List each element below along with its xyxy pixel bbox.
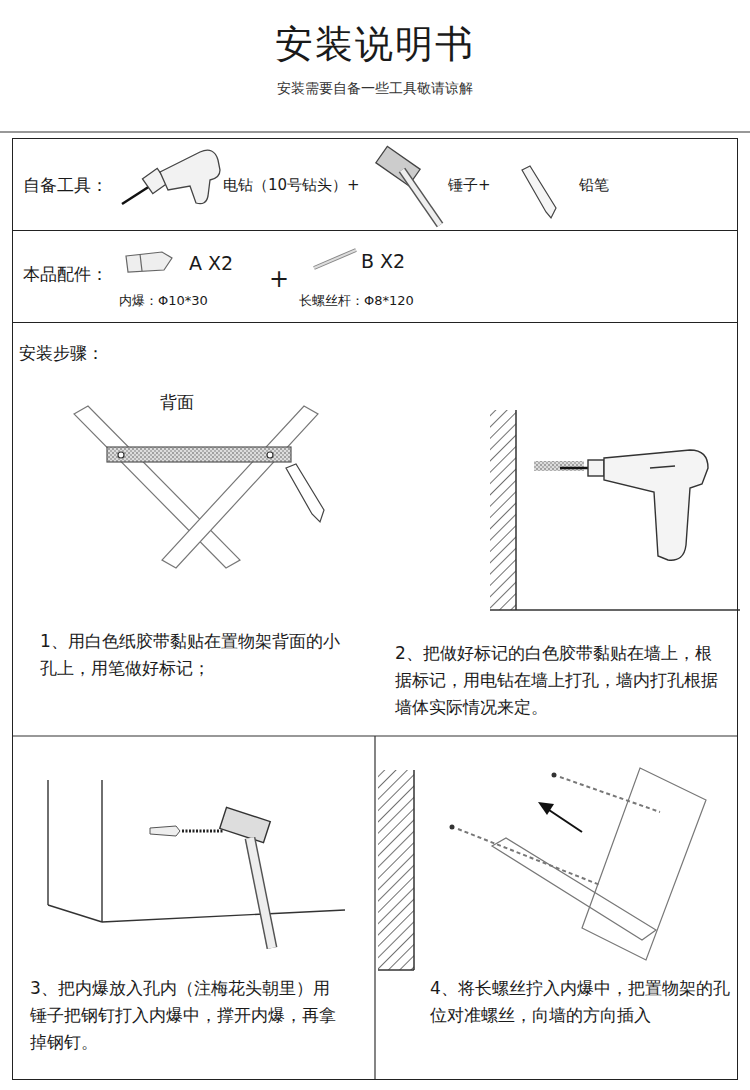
hammer <box>220 807 272 948</box>
tools-row: 自备工具： 电钻（10号钻头）+ 锤子+ 铅笔 <box>12 138 738 231</box>
push-arrow <box>538 802 582 832</box>
steps-panel: 安装步骤： <box>12 322 738 1080</box>
step-text: 3、把内爆放入孔内（注梅花头朝里）用锤子把钢钉打入内爆中，撑开内爆，再拿掉钢钉。 <box>30 975 346 1056</box>
shelf-back <box>74 406 318 568</box>
step-text: 1、用白色纸胶带黏贴在置物架背面的小孔上，用笔做好标记； <box>40 628 356 682</box>
row-heading: 自备工具： <box>23 175 108 195</box>
item-label: 长螺丝杆：Φ8*120 <box>299 293 414 309</box>
step-text: 4、将长螺丝拧入内爆中，把置物架的孔位对准螺丝，向墙的方向插入 <box>430 975 730 1029</box>
pencil <box>286 464 324 522</box>
hammer-icon <box>376 146 440 225</box>
item-label: A X2 <box>189 252 233 275</box>
item-label: 内爆：Φ10*30 <box>119 293 208 309</box>
item-label: 铅笔 <box>579 176 609 194</box>
divider <box>374 736 375 1079</box>
wall-corner <box>48 780 345 922</box>
item-label: 锤子+ <box>448 176 491 194</box>
parts-row: 本品配件： A X2 内爆：Φ10*30 + B X2 长螺丝杆：Φ8*120 <box>12 230 738 323</box>
anchor-icon <box>126 252 172 272</box>
item-label: 电钻（10号钻头）+ <box>223 176 360 194</box>
rule <box>0 131 750 132</box>
item-label: + <box>269 265 289 294</box>
step-text: 2、把做好标记的白色胶带黏贴在墙上，根据标记，用电钻在墙上打孔，墙内打孔根据墙体… <box>395 640 725 721</box>
drill-icon <box>122 150 220 204</box>
wall <box>378 770 414 970</box>
item-label: B X2 <box>361 250 405 273</box>
pencil-icon <box>522 166 556 218</box>
row-heading: 安装步骤： <box>19 343 104 363</box>
rod-icon <box>314 250 356 268</box>
view-label: 背面 <box>160 392 194 412</box>
row-heading: 本品配件： <box>23 264 108 284</box>
shelf <box>492 768 706 960</box>
anchor-nail <box>150 826 224 836</box>
wall <box>490 410 740 610</box>
subtitle: 安装需要自备一些工具敬请谅解 <box>277 80 473 97</box>
drill <box>560 450 708 560</box>
page-title: 安装说明书 <box>275 22 475 68</box>
